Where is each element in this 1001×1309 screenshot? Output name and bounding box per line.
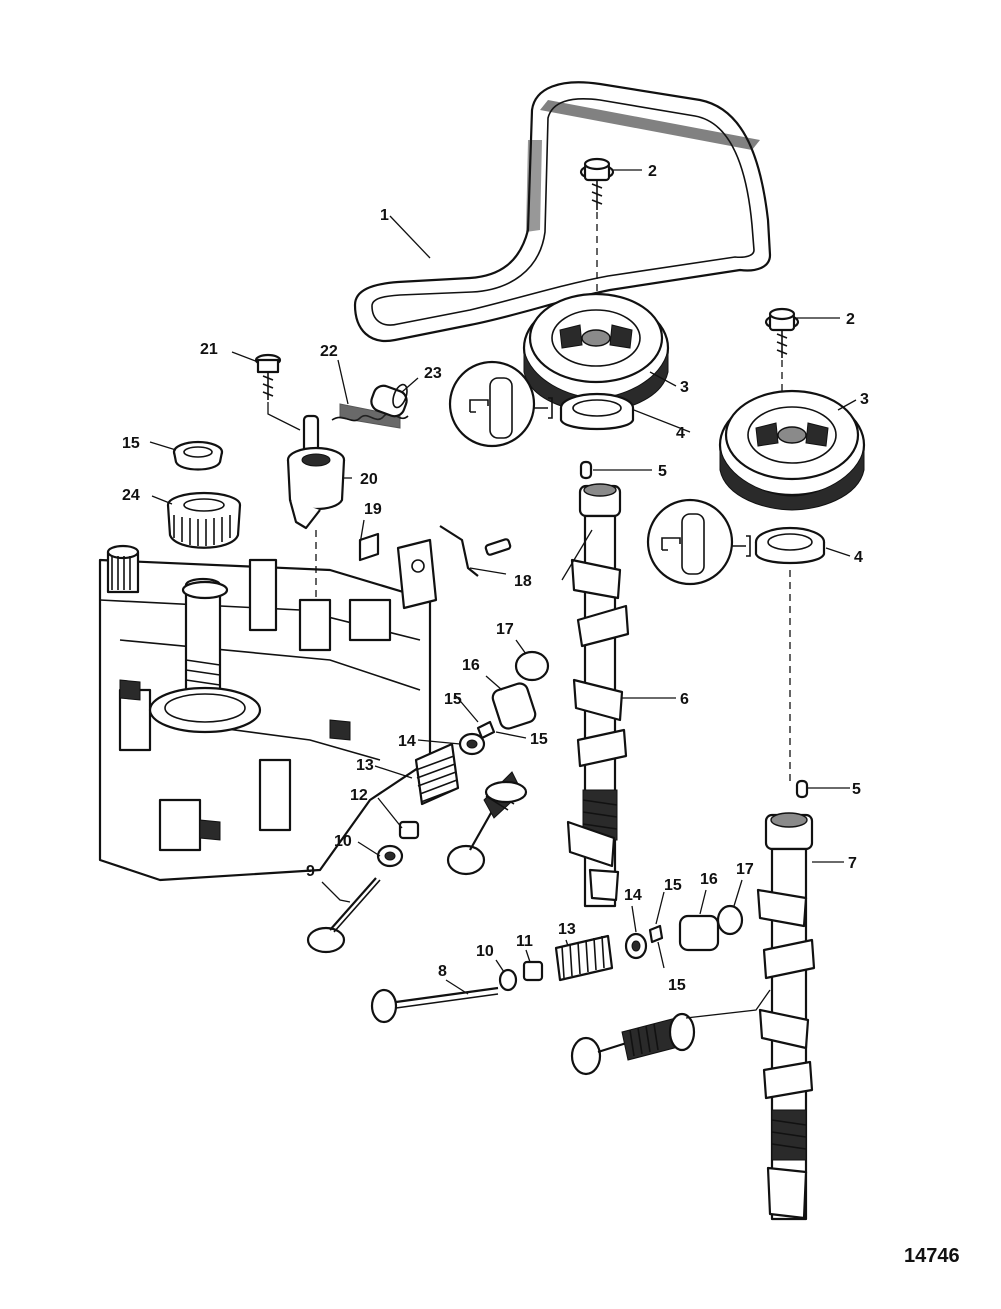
callout-24: 24 <box>122 487 140 504</box>
callout-11: 11 <box>516 933 533 950</box>
seal-12 <box>398 820 420 840</box>
callout-15: 15 <box>122 435 140 452</box>
callout-15: 15 <box>668 977 686 994</box>
callout-16: 16 <box>462 657 480 674</box>
callout-22: 22 <box>320 343 338 360</box>
washer-10-lower <box>498 968 518 992</box>
callout-14: 14 <box>398 733 416 750</box>
valve-9 <box>306 877 381 954</box>
leader-lines <box>149 169 857 1019</box>
bracket <box>396 525 512 610</box>
callout-5: 5 <box>852 781 861 798</box>
camshaft-intake <box>566 483 630 908</box>
callout-5: 5 <box>658 463 667 480</box>
tensioner-sleeve <box>370 383 408 418</box>
keeper-15-upper <box>476 720 496 740</box>
shim-17-upper <box>514 650 550 682</box>
sprocket-bolt-upper <box>579 157 615 210</box>
callout-17: 17 <box>496 621 514 638</box>
callout-23: 23 <box>424 365 442 382</box>
callout-2: 2 <box>648 163 657 180</box>
callout-6: 6 <box>680 691 689 708</box>
callout-3: 3 <box>680 379 689 396</box>
spring-13-lower <box>554 934 614 982</box>
callout-18: 18 <box>514 573 532 590</box>
camshaft-exhaust <box>756 812 816 1221</box>
figure-number: 14746 <box>904 1245 960 1267</box>
callout-13: 13 <box>356 757 374 774</box>
valve-exhaust-installed <box>570 1012 696 1076</box>
head-small-gear <box>106 544 140 594</box>
cylinder-head <box>98 558 432 882</box>
callout-2: 2 <box>846 311 855 328</box>
callout-16: 16 <box>700 871 718 888</box>
sprocket-bolt-right <box>764 307 800 358</box>
head-spindle <box>148 577 262 734</box>
callout-9: 9 <box>306 863 315 880</box>
camshaft-seal-right <box>754 526 826 565</box>
callout-3: 3 <box>860 391 869 408</box>
tensioner-bolt <box>254 353 282 400</box>
callouts: 1 2 2 3 3 4 4 5 5 6 7 8 9 10 10 11 12 13… <box>122 163 960 1267</box>
callout-4: 4 <box>854 549 863 566</box>
callout-10: 10 <box>334 833 352 850</box>
belt-tensioner <box>286 414 346 530</box>
callout-15: 15 <box>530 731 548 748</box>
lifter-16-lower <box>678 914 720 952</box>
callout-8: 8 <box>438 963 447 980</box>
callout-10: 10 <box>476 943 494 960</box>
keeper-15-lower <box>648 924 664 944</box>
key-detail-circle-upper <box>448 360 553 448</box>
lifter-16-upper <box>491 682 537 730</box>
spring-13-upper <box>414 742 460 806</box>
callout-14: 14 <box>624 887 642 904</box>
seal-11 <box>522 960 544 982</box>
valve-8 <box>370 986 499 1024</box>
spacer-washer <box>358 532 380 562</box>
timing-belt <box>353 81 772 343</box>
callout-20: 20 <box>360 471 378 488</box>
callout-21: 21 <box>200 341 218 358</box>
shim-17-lower <box>716 904 744 936</box>
dowel-pin-upper <box>579 460 593 480</box>
callout-12: 12 <box>350 787 368 804</box>
retainer-14-lower <box>624 932 648 960</box>
valve-intake-upper <box>446 771 528 876</box>
washer-10-upper <box>376 844 404 868</box>
cam-sprocket-right <box>718 389 866 511</box>
retainer-14-upper <box>458 732 486 756</box>
callout-15: 15 <box>664 877 682 894</box>
camshaft-seal-upper <box>559 392 635 431</box>
callout-15: 15 <box>444 691 462 708</box>
callout-19: 19 <box>364 501 382 518</box>
callout-1: 1 <box>380 207 389 224</box>
locknut <box>172 440 224 471</box>
key-detail-circle-right <box>646 498 751 586</box>
callout-7: 7 <box>848 855 857 872</box>
callout-17: 17 <box>736 861 754 878</box>
callout-4: 4 <box>676 425 685 442</box>
pulley-gear <box>166 491 242 549</box>
callout-13: 13 <box>558 921 576 938</box>
dowel-pin-right <box>795 779 809 799</box>
